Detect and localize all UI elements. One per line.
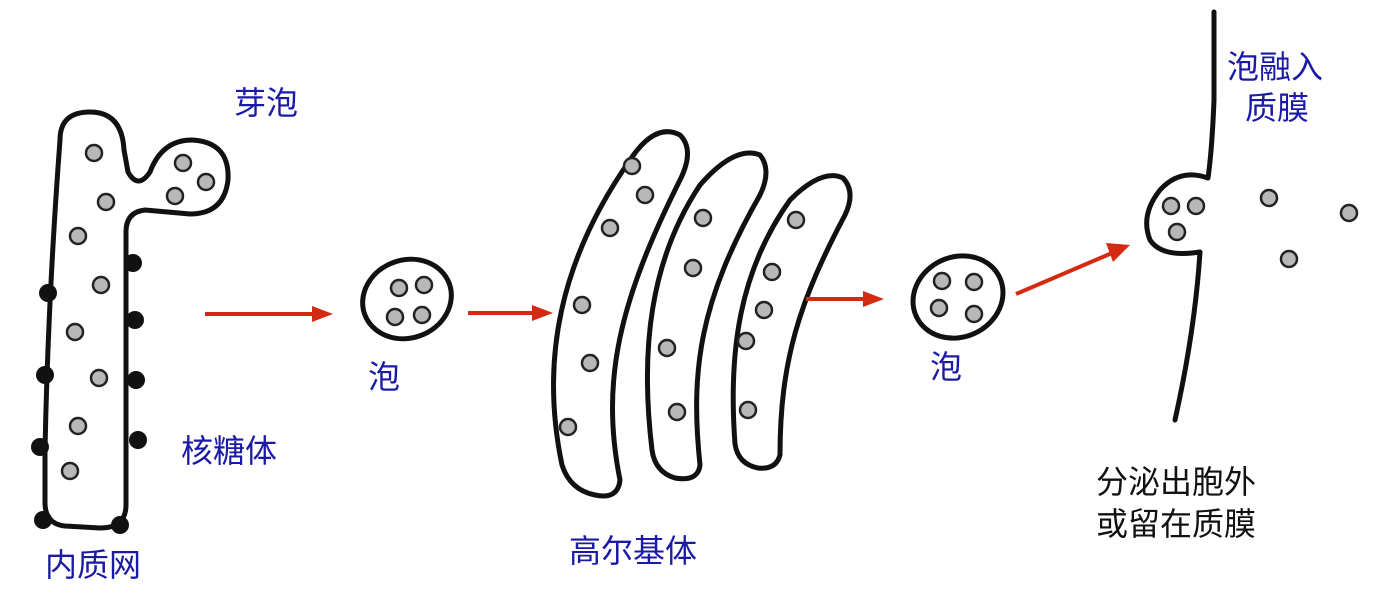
ribosomes [31,254,147,534]
protein-grain [622,156,642,176]
label-bud: 芽泡 [234,84,298,122]
label-vesicle-1: 泡 [368,358,400,396]
protein-grain [89,368,109,388]
protein-grain [1161,196,1181,216]
protein-grain [68,416,88,436]
protein-grain [389,278,409,298]
protein-grain [683,258,703,278]
plasma-membrane [1144,9,1217,423]
protein-grain [786,210,806,230]
arrow-er-to-vesicle [205,306,333,322]
ribosome-dot [129,431,147,449]
label-secrete-line1: 分泌出胞外 [1096,463,1256,501]
protein-grain [558,417,578,437]
protein-grain [762,262,782,282]
protein-grain [580,353,600,373]
label-fuse-line2: 质膜 [1245,89,1309,127]
protein-grain [964,304,984,324]
protein-grain [96,192,116,212]
protein-grain [932,271,952,291]
protein-grain [65,322,85,342]
protein-grain [929,298,949,318]
protein-grain [635,185,655,205]
label-er: 内质网 [45,546,141,584]
er-protein-grains [60,143,216,481]
ribosome-dot [39,284,57,302]
protein-grain [1339,203,1359,223]
transport-vesicle-1 [360,256,454,342]
protein-grain [91,275,111,295]
protein-grain [385,307,405,327]
ribosome-dot [126,311,144,329]
protein-grain [1279,249,1299,269]
protein-grain [165,186,185,206]
golgi-cisterna-1 [551,129,690,499]
protein-grain [1186,196,1206,216]
label-ribosome: 核糖体 [181,432,277,470]
arrow-golgi-to-vesicle [806,291,884,307]
label-golgi: 高尔基体 [569,532,697,570]
protein-grain [736,331,756,351]
protein-grain [964,272,984,292]
label-secrete-line2: 或留在质膜 [1096,505,1256,543]
protein-grain [572,295,592,315]
protein-grain [84,143,104,163]
protein-grain [196,172,216,192]
golgi-cisterna-3 [730,173,853,471]
protein-grain [1259,188,1279,208]
protein-grain [1167,222,1187,242]
ribosome-dot [34,511,52,529]
golgi-apparatus [551,129,853,499]
ribosome-dot [127,371,145,389]
transport-vesicle-2 [910,253,1006,341]
protein-grain [414,275,434,295]
ribosome-dot [36,366,54,384]
arrow-vesicle-to-membrane [1015,243,1130,296]
golgi-cisterna-2 [644,150,769,482]
protein-grain [738,400,758,420]
label-vesicle-2: 泡 [930,348,962,386]
protein-grain [60,461,80,481]
protein-grain [412,305,432,325]
arrow-vesicle-to-golgi [468,305,553,321]
label-fuse-line1: 泡融入 [1227,48,1323,86]
protein-grain [600,218,620,238]
protein-grain [693,208,713,228]
protein-grain [667,402,687,422]
ribosome-dot [111,516,129,534]
protein-grain [68,226,88,246]
ribosome-dot [124,254,142,272]
secreted-proteins [1259,188,1359,269]
protein-grain [173,153,193,173]
protein-grain [754,300,774,320]
ribosome-dot [31,438,49,456]
protein-grain [657,338,677,358]
